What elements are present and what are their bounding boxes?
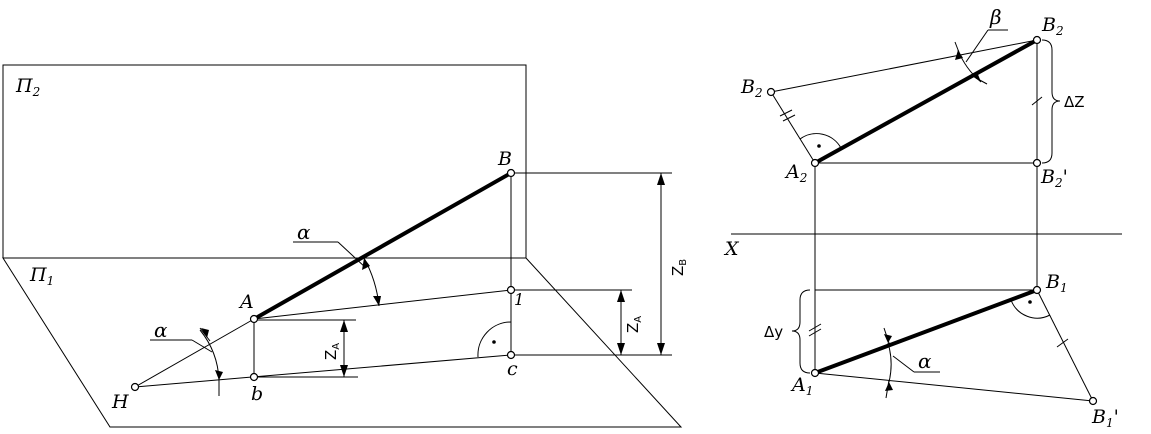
- tick-mark: [779, 109, 793, 117]
- alpha-label-lower: α: [918, 349, 932, 373]
- right-view: X β ΔZ: [723, 5, 1122, 430]
- label-b2-rot: B2: [740, 76, 763, 100]
- line-a-1: [253, 289, 512, 320]
- label-a1: A1: [790, 374, 813, 398]
- point-h: [130, 382, 140, 392]
- arrowhead: [657, 343, 665, 355]
- point-b2-prime: [1032, 158, 1042, 168]
- label-b: B: [497, 148, 512, 170]
- segment-a2-b2: [813, 38, 1039, 165]
- label-a: A: [238, 291, 254, 313]
- point-b: [506, 168, 516, 178]
- alpha-tick: [885, 379, 890, 399]
- za-inner-label: ZA: [322, 343, 342, 360]
- left-view: П2 П1 ZA ZA ZB: [2, 64, 689, 428]
- x-axis-label: X: [723, 238, 740, 260]
- alpha-leader-h-diag: [191, 339, 213, 353]
- line-h-a: [134, 318, 255, 388]
- beta-leader: [965, 29, 989, 63]
- za-right-label: ZA: [624, 316, 644, 333]
- label-b2: B2: [1041, 14, 1064, 38]
- point-1: [506, 285, 516, 295]
- b1-b1p-line: [1036, 289, 1094, 402]
- zb-label: ZB: [669, 259, 689, 276]
- tick-mark: [808, 328, 822, 337]
- point-b1: [1032, 285, 1042, 295]
- vertical-plane-outline: [2, 64, 527, 258]
- arrowhead: [617, 290, 625, 302]
- point-b2-rot: [766, 87, 776, 97]
- point-b2: [1032, 35, 1042, 45]
- arrowhead: [955, 50, 963, 60]
- b2rot-a2-line: [770, 91, 816, 164]
- point-b-proj: [249, 372, 259, 382]
- alpha-leader-lower: [892, 355, 915, 373]
- label-c: c: [507, 358, 518, 380]
- alpha-leader-a-diag: [337, 241, 367, 269]
- arrowhead: [373, 296, 381, 306]
- point-a1: [810, 368, 820, 378]
- delta-z-label: ΔZ: [1064, 93, 1085, 111]
- label-b1-prime: B1': [1091, 406, 1119, 430]
- delta-y-label: Δy: [764, 323, 783, 341]
- label-b2-prime: B2': [1040, 166, 1068, 190]
- plane-h-label: П1: [29, 264, 54, 288]
- right-angle-dot: [1028, 300, 1032, 304]
- right-angle-dot: [817, 144, 821, 148]
- alpha-label-a: α: [297, 220, 311, 244]
- label-b-proj: b: [251, 383, 263, 405]
- alpha-arc-lower: [887, 342, 892, 383]
- plane-v-label: П2: [15, 75, 40, 99]
- arrowhead: [201, 328, 209, 338]
- beta-tick: [954, 41, 961, 56]
- a1-b1p-line: [814, 372, 1094, 402]
- right-angle-dot: [492, 340, 496, 344]
- segment-a1-b1: [813, 288, 1039, 375]
- tick-mark: [1056, 338, 1069, 348]
- arrowhead: [657, 173, 665, 185]
- arrowhead: [885, 382, 893, 391]
- point-a2: [810, 158, 820, 168]
- delta-y-brace: [791, 289, 811, 374]
- alpha-tick-h-top: [199, 327, 211, 342]
- label-b1: B1: [1045, 271, 1068, 295]
- arrowhead: [215, 370, 223, 380]
- right-angle-arc-a2: [799, 133, 842, 149]
- label-a2: A2: [784, 161, 807, 185]
- beta-label: β: [989, 5, 1002, 29]
- b2rot-b2-line: [770, 39, 1038, 93]
- tick-mark: [782, 114, 796, 122]
- tick-mark: [808, 323, 822, 332]
- point-a: [249, 314, 259, 324]
- horizontal-plane-outline: [2, 257, 683, 428]
- line-h-c: [134, 354, 512, 388]
- alpha-tick: [883, 327, 891, 347]
- right-angle-arc-b1: [1010, 299, 1051, 319]
- right-angle-arc-c: [477, 321, 512, 358]
- arrowhead: [340, 320, 348, 332]
- label-h: H: [111, 391, 129, 413]
- point-c: [506, 350, 516, 360]
- tick-mark: [1031, 96, 1043, 106]
- arrowhead: [362, 258, 370, 270]
- segment-ab: [252, 171, 513, 321]
- delta-z-brace: [1041, 39, 1061, 164]
- alpha-label-h: α: [154, 318, 168, 342]
- arrowhead: [340, 365, 348, 377]
- beta-tick: [975, 77, 988, 85]
- point-b1-prime: [1088, 396, 1098, 406]
- arrowhead: [617, 343, 625, 355]
- label-1: 1: [514, 290, 524, 309]
